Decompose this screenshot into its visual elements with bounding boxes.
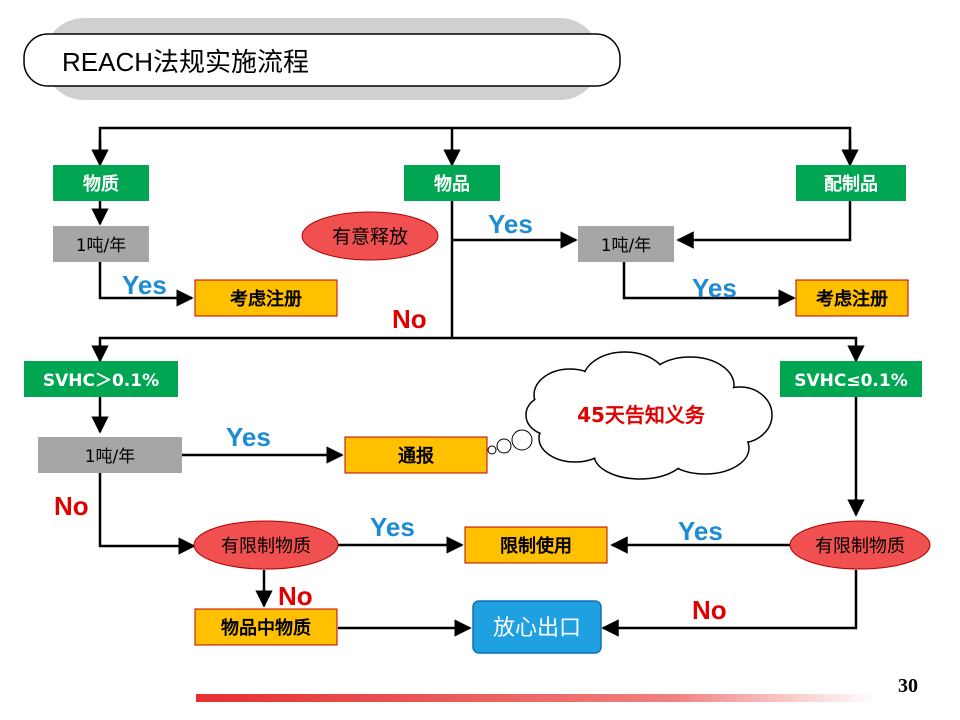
register-right-label: 考虑注册 [816, 288, 888, 310]
label-no-tonnage-mid: No [54, 491, 89, 521]
label-yes-restricted-left: Yes [370, 512, 415, 542]
substance-box [53, 165, 149, 201]
connector-top-bus [98, 126, 852, 160]
green-boxes: 物质 物品 配制品 SVHC＞0.1% SVHC≤0.1% [24, 165, 922, 397]
title-banner: REACH法规实施流程 [23, 18, 621, 100]
arrow-tonnage-register-left [98, 262, 194, 307]
tonnage-mid-label: 1吨/年 [85, 447, 136, 467]
connector-second-bus [98, 336, 858, 358]
article-box [404, 165, 500, 201]
tonnage-right-label: 1吨/年 [601, 236, 652, 256]
register-left-box [194, 279, 338, 317]
title-banner-frame [23, 33, 621, 87]
tonnage-left-box [53, 226, 149, 262]
arrow-tonnage-register-right [622, 262, 796, 307]
label-yes-article-tonnage: Yes [488, 209, 533, 239]
cloud-fill [527, 353, 771, 478]
article-label: 物品 [434, 173, 470, 195]
restricted-use-label: 限制使用 [500, 536, 572, 557]
restricted-right-label: 有限制物质 [815, 536, 905, 557]
substance-in-article-label: 物品中物质 [221, 617, 311, 639]
intended-release-label: 有意释放 [332, 226, 408, 248]
footer-bar [196, 694, 876, 702]
safe-export-node: 放心出口 [472, 600, 602, 654]
gray-boxes: 1吨/年 1吨/年 1吨/年 [38, 226, 674, 473]
arrow-preparation-tonnage-right [676, 201, 852, 249]
restricted-right-oval [789, 520, 931, 570]
tonnage-mid-box [38, 437, 182, 473]
cloud-text: 45天告知义务 [577, 403, 706, 427]
label-yes-notify: Yes [226, 422, 271, 452]
arrow-tonnage-restricted-left [98, 473, 196, 555]
svhc-gt-box [24, 361, 178, 397]
tonnage-right-box [578, 226, 674, 262]
safe-export-label: 放心出口 [493, 616, 581, 641]
cloud-bubble-small [487, 445, 497, 455]
orange-boxes: 考虑注册 考虑注册 通报 限制使用 物品中物质 [194, 279, 909, 646]
label-yes-restricted-right: Yes [678, 516, 723, 546]
notify-label: 通报 [398, 445, 434, 467]
notify-box [344, 436, 488, 474]
label-yes-register-left: Yes [122, 270, 167, 300]
notify-cloud: 45天告知义务 [487, 351, 773, 480]
label-no-restricted-left: No [278, 581, 313, 611]
cloud-bubble-large [511, 429, 533, 451]
cloud-bubble-medium [496, 438, 512, 454]
substance-in-article-box [194, 608, 338, 646]
arrow-restricted-right-safe-export [601, 570, 858, 637]
page-number: 30 [898, 675, 918, 697]
connectors [91, 126, 865, 637]
preparation-box [796, 165, 906, 201]
svhc-le-label: SVHC≤0.1% [794, 371, 908, 391]
label-yes-register-right: Yes [692, 273, 737, 303]
safe-export-box [472, 600, 602, 654]
svhc-le-box [780, 361, 922, 397]
substance-label: 物质 [83, 173, 119, 195]
preparation-label: 配制品 [824, 174, 878, 195]
edge-labels: Yes Yes Yes No Yes No Yes Yes No No [54, 209, 737, 625]
register-right-box [795, 279, 909, 317]
label-no-restricted-right: No [692, 595, 727, 625]
tonnage-left-label: 1吨/年 [76, 236, 127, 256]
restricted-use-box [464, 526, 608, 564]
red-ovals: 有意释放 有限制物质 有限制物质 [193, 211, 931, 570]
svhc-gt-label: SVHC＞0.1% [43, 371, 159, 391]
label-no-article: No [392, 304, 427, 334]
restricted-left-oval [193, 520, 339, 570]
register-left-label: 考虑注册 [230, 288, 302, 310]
restricted-left-label: 有限制物质 [221, 536, 311, 557]
intended-release-oval [301, 211, 439, 261]
page-title: REACH法规实施流程 [62, 47, 309, 77]
